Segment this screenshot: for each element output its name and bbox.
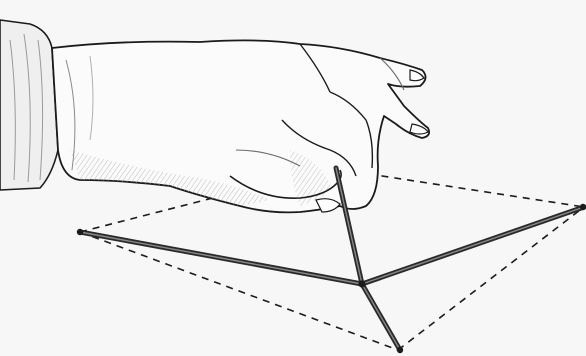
rod-junction bbox=[358, 280, 365, 287]
rod-end-right bbox=[580, 204, 586, 210]
rod-end-left bbox=[77, 229, 83, 235]
sleeve bbox=[0, 20, 58, 190]
rod-end-bottom bbox=[397, 347, 403, 353]
hand bbox=[52, 40, 429, 212]
